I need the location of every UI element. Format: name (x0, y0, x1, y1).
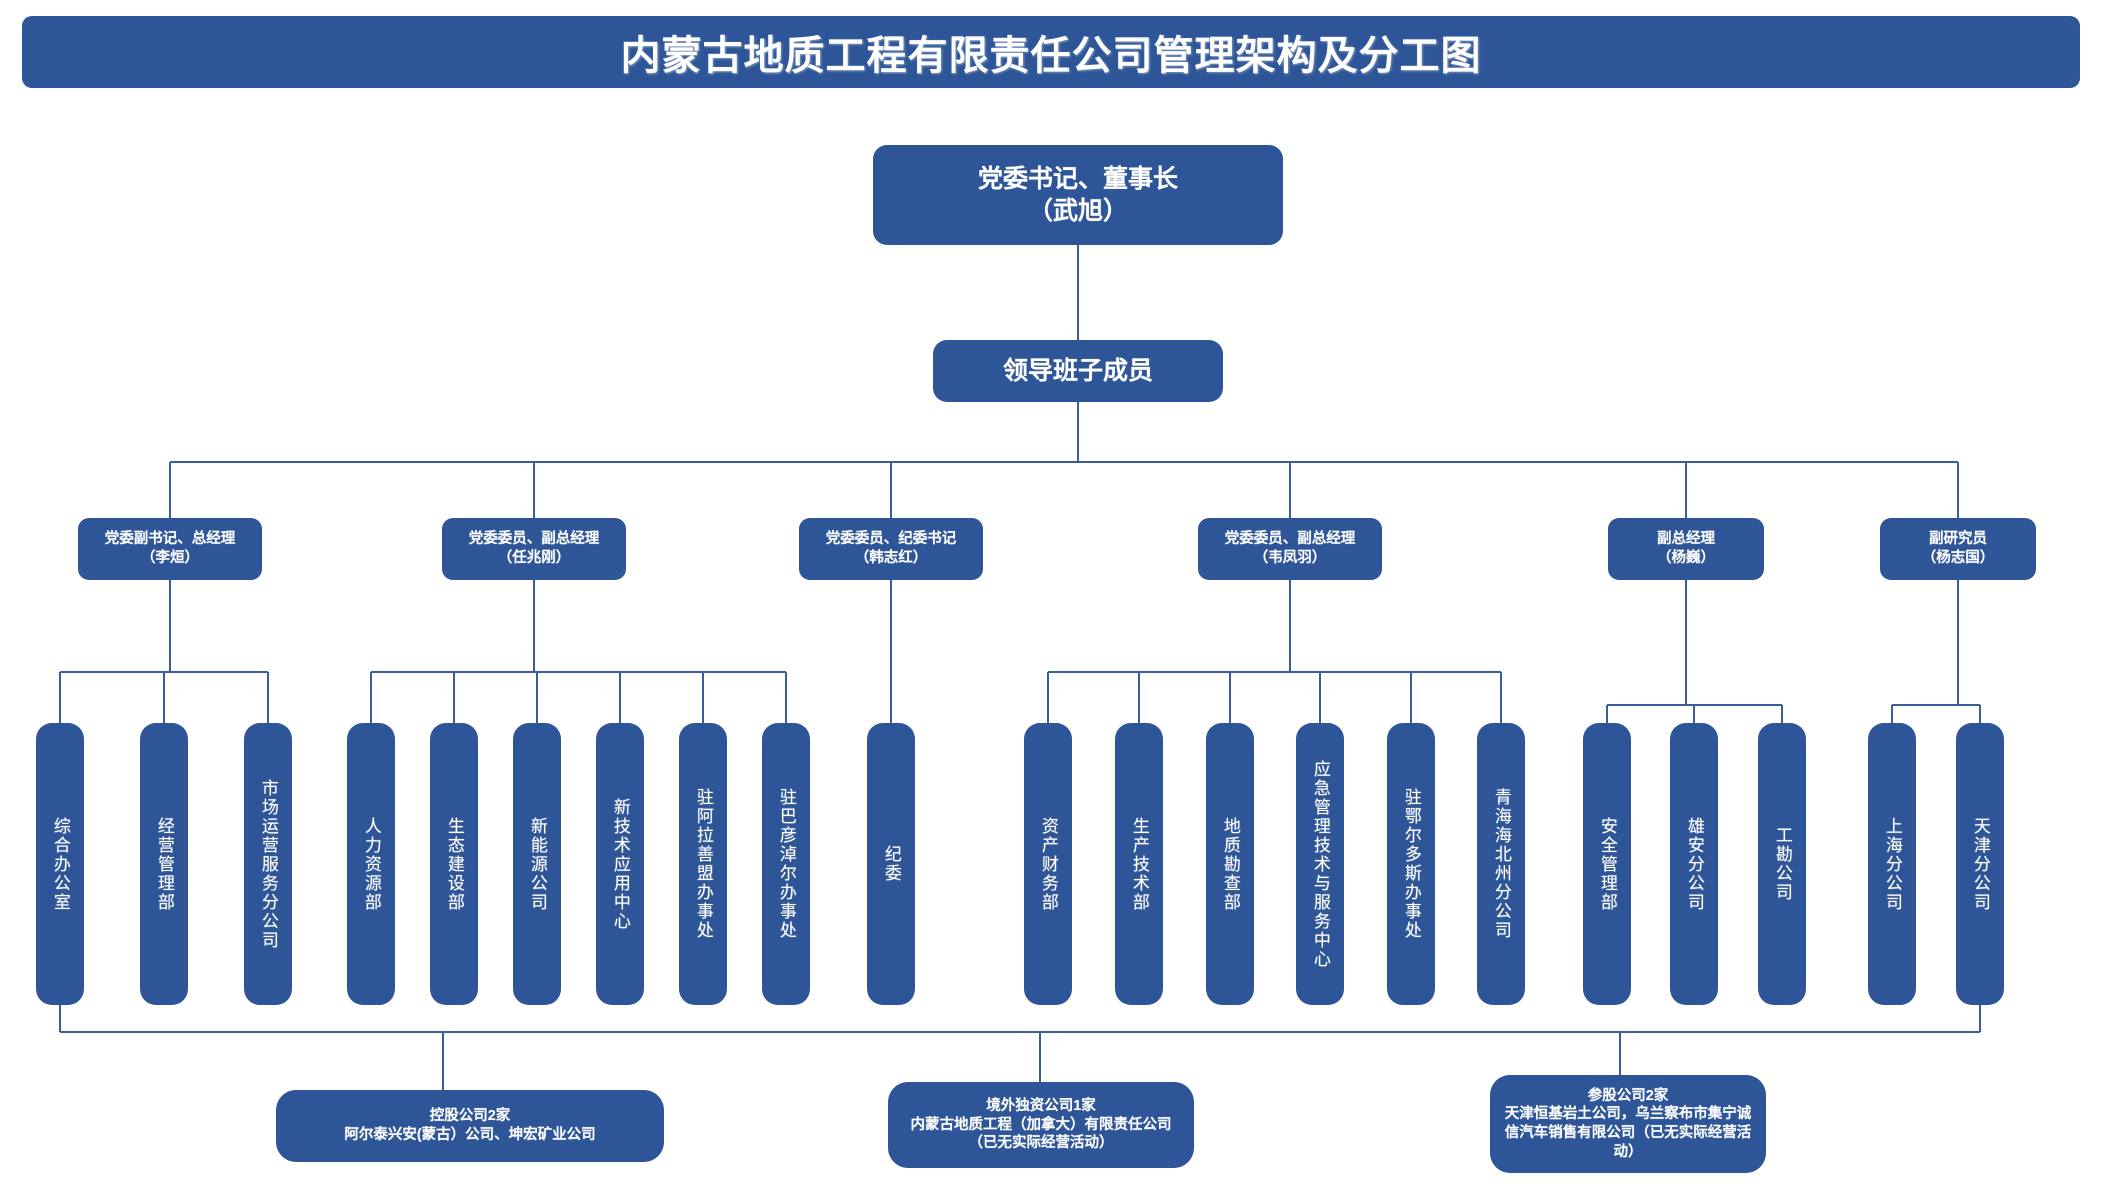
node-dept-production-tech[interactable]: 生产技术部 (1115, 723, 1163, 1005)
node-dept-asset-finance[interactable]: 资产财务部 (1024, 723, 1072, 1005)
dept-engineering-survey-label: 工勘公司 (1772, 826, 1792, 902)
dept-qinghai-haibei-label: 青海海北州分公司 (1491, 788, 1511, 940)
mgr-researcher-yang-title: 副研究员 (1929, 531, 1987, 548)
node-dept-tianjin-branch[interactable]: 天津分公司 (1956, 723, 2004, 1005)
dept-ordos-office-label: 驻鄂尔多斯办事处 (1401, 788, 1421, 940)
node-mgr-general-manager[interactable]: 党委副书记、总经理 （李烜） (78, 518, 262, 580)
dept-safety-management-label: 安全管理部 (1597, 816, 1617, 912)
node-dept-geological-survey[interactable]: 地质勘查部 (1206, 723, 1254, 1005)
dept-alxa-office-label: 驻阿拉善盟办事处 (693, 788, 713, 940)
dept-asset-finance-label: 资产财务部 (1038, 816, 1058, 912)
node-mgr-deputy-ren[interactable]: 党委委员、副总经理 （任兆刚） (442, 518, 626, 580)
chairman-title: 党委书记、董事长 (977, 165, 1178, 193)
summary-holding-companies-body: 阿尔泰兴安(蒙古）公司、坤宏矿业公司 (344, 1127, 596, 1143)
mgr-general-manager-name: （李烜） (141, 550, 199, 566)
mgr-deputy-wei-name: （韦凤羽） (1253, 550, 1327, 566)
dept-geological-survey-label: 地质勘查部 (1220, 816, 1240, 912)
dept-production-tech-label: 生产技术部 (1129, 816, 1149, 912)
node-dept-bayannur-office[interactable]: 驻巴彦淖尔办事处 (762, 723, 810, 1005)
node-dept-xiongan-branch[interactable]: 雄安分公司 (1670, 723, 1718, 1005)
mgr-deputy-ren-title: 党委委员、副总经理 (468, 531, 600, 548)
dept-general-office-label: 综合办公室 (50, 816, 70, 912)
dept-tianjin-branch-label: 天津分公司 (1970, 816, 1990, 912)
dept-human-resources-label: 人力资源部 (361, 816, 381, 912)
dept-market-operations-label: 市场运营服务分公司 (258, 778, 278, 950)
dept-shanghai-branch-label: 上海分公司 (1882, 816, 1902, 912)
dept-xiongan-branch-label: 雄安分公司 (1684, 816, 1704, 912)
node-dept-ecological-construction[interactable]: 生态建设部 (430, 723, 478, 1005)
node-mgr-deputy-yang[interactable]: 副总经理 （杨巍） (1608, 518, 1764, 580)
node-mgr-deputy-wei[interactable]: 党委委员、副总经理 （韦凤羽） (1198, 518, 1382, 580)
node-dept-qinghai-haibei[interactable]: 青海海北州分公司 (1477, 723, 1525, 1005)
mgr-deputy-yang-title: 副总经理 (1657, 531, 1715, 548)
node-summary-overseas-company[interactable]: 境外独资公司1家内蒙古地质工程（加拿大）有限责任公司（已无实际经营活动） (888, 1082, 1194, 1168)
node-dept-new-energy[interactable]: 新能源公司 (513, 723, 561, 1005)
node-dept-alxa-office[interactable]: 驻阿拉善盟办事处 (679, 723, 727, 1005)
summary-equity-companies-body: 天津恒基岩土公司，乌兰察布市集宁诚信汽车销售有限公司（已无实际经营活动） (1504, 1106, 1752, 1160)
node-dept-discipline-commission[interactable]: 纪委 (867, 723, 915, 1005)
summary-holding-companies-heading: 控股公司2家 (429, 1108, 511, 1125)
node-mgr-discipline-han[interactable]: 党委委员、纪委书记 （韩志红） (799, 518, 983, 580)
node-chairman[interactable]: 党委书记、董事长 （武旭） (873, 145, 1283, 245)
summary-equity-companies-heading: 参股公司2家 (1587, 1087, 1669, 1104)
mgr-deputy-ren-name: （任兆刚） (497, 550, 571, 566)
node-summary-equity-companies[interactable]: 参股公司2家天津恒基岩土公司，乌兰察布市集宁诚信汽车销售有限公司（已无实际经营活… (1490, 1075, 1766, 1173)
node-dept-human-resources[interactable]: 人力资源部 (347, 723, 395, 1005)
node-leadership-team[interactable]: 领导班子成员 (933, 340, 1223, 402)
mgr-discipline-han-name: （韩志红） (854, 550, 928, 566)
summary-overseas-company-heading: 境外独资公司1家 (986, 1098, 1096, 1115)
dept-emergency-center-label: 应急管理技术与服务中心 (1310, 759, 1330, 969)
node-dept-emergency-center[interactable]: 应急管理技术与服务中心 (1296, 723, 1344, 1005)
node-mgr-researcher-yang[interactable]: 副研究员 （杨志国） (1880, 518, 2036, 580)
dept-ecological-construction-label: 生态建设部 (444, 816, 464, 912)
node-dept-new-tech-center[interactable]: 新技术应用中心 (596, 723, 644, 1005)
mgr-deputy-yang-name: （杨巍） (1657, 550, 1715, 566)
dept-new-energy-label: 新能源公司 (527, 816, 547, 912)
summary-overseas-company-body: 内蒙古地质工程（加拿大）有限责任公司（已无实际经营活动） (910, 1116, 1172, 1152)
node-dept-safety-management[interactable]: 安全管理部 (1583, 723, 1631, 1005)
dept-bayannur-office-label: 驻巴彦淖尔办事处 (776, 788, 796, 940)
dept-business-management-label: 经营管理部 (154, 816, 174, 912)
node-dept-shanghai-branch[interactable]: 上海分公司 (1868, 723, 1916, 1005)
node-dept-business-management[interactable]: 经营管理部 (140, 723, 188, 1005)
dept-discipline-commission-label: 纪委 (881, 845, 901, 883)
node-summary-holding-companies[interactable]: 控股公司2家阿尔泰兴安(蒙古）公司、坤宏矿业公司 (276, 1090, 664, 1162)
node-dept-general-office[interactable]: 综合办公室 (36, 723, 84, 1005)
mgr-discipline-han-title: 党委委员、纪委书记 (825, 531, 957, 548)
mgr-general-manager-title: 党委副书记、总经理 (104, 531, 236, 548)
node-dept-engineering-survey[interactable]: 工勘公司 (1758, 723, 1806, 1005)
chairman-name: （武旭） (1027, 197, 1128, 225)
mgr-researcher-yang-name: （杨志国） (1921, 550, 1995, 566)
mgr-deputy-wei-title: 党委委员、副总经理 (1224, 531, 1356, 548)
node-dept-ordos-office[interactable]: 驻鄂尔多斯办事处 (1387, 723, 1435, 1005)
dept-new-tech-center-label: 新技术应用中心 (610, 797, 630, 931)
node-dept-market-operations[interactable]: 市场运营服务分公司 (244, 723, 292, 1005)
chart-title: 内蒙古地质工程有限责任公司管理架构及分工图 (22, 16, 2080, 88)
